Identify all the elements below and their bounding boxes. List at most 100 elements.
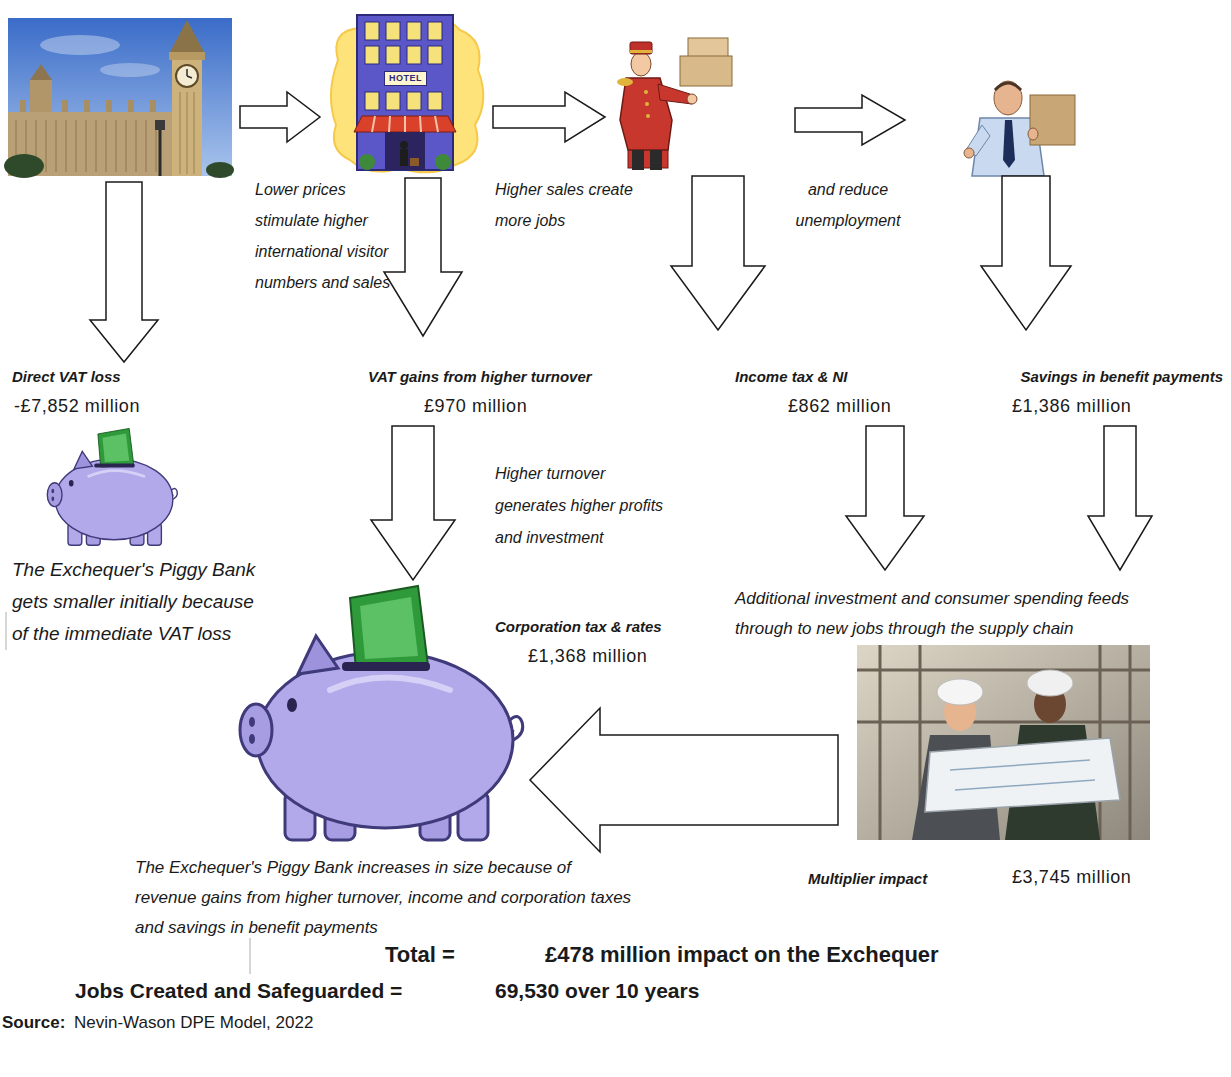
flow-note: Lower prices stimulate higher internatio… xyxy=(255,174,395,298)
flow-note: Higher sales create more jobs xyxy=(495,174,660,236)
amount: £970 million xyxy=(424,396,527,417)
sign-text: HOTEL xyxy=(389,73,422,84)
construction-photo-part xyxy=(857,645,1150,840)
flow-arrow xyxy=(90,92,1152,852)
piggy-note: The Exchequer's Piggy Bank gets smaller … xyxy=(12,554,267,650)
flow-arrow-part xyxy=(530,708,838,852)
margin-mark-part xyxy=(249,938,251,974)
item-heading: VAT gains from higher turnover xyxy=(368,368,592,385)
small-piggy-bank xyxy=(47,428,177,545)
hotel-picture-part xyxy=(365,46,379,64)
jobs-value: 69,530 over 10 years xyxy=(495,979,699,1003)
parliament-photo-part xyxy=(159,128,162,176)
hotel-picture-part xyxy=(386,22,400,40)
bellhop-picture-part xyxy=(650,150,662,170)
total-value: £478 million impact on the Exchequer xyxy=(545,942,939,968)
man-picture-part xyxy=(994,81,1022,115)
bellhop-picture-part xyxy=(646,114,650,118)
bellhop-picture-part xyxy=(631,52,651,76)
total-label: Total = xyxy=(385,942,455,968)
construction-photo-part xyxy=(950,760,1095,790)
hotel-picture-part xyxy=(407,92,421,110)
hotel-picture-part xyxy=(359,154,375,170)
jobs-label: Jobs Created and Safeguarded = xyxy=(75,979,402,1003)
hotel-picture-part xyxy=(407,22,421,40)
amount: -£7,852 million xyxy=(14,396,140,417)
parliament-photo-part xyxy=(30,80,52,114)
amount: £862 million xyxy=(788,396,891,417)
parliament-photo-part xyxy=(100,63,160,77)
parliament-photo-part xyxy=(4,154,44,178)
parliament-photo-part xyxy=(169,52,205,60)
bellhop-picture-part xyxy=(680,56,732,86)
parliament-photo xyxy=(4,18,234,178)
parliament-photo-part xyxy=(150,100,156,112)
construction-photo-part xyxy=(925,738,1120,812)
hotel-picture-part xyxy=(385,132,425,170)
bellhop-picture-part xyxy=(688,38,728,58)
parliament-photo-part xyxy=(172,58,202,176)
hotel-picture-part xyxy=(372,116,438,132)
flow-note: and reduce unemployment xyxy=(778,174,918,236)
parliament-photo-part xyxy=(155,120,165,130)
margin-mark-part xyxy=(5,612,7,650)
item-heading: Direct VAT loss xyxy=(12,368,121,385)
item-heading: Multiplier impact xyxy=(808,870,927,887)
big-piggy-bank xyxy=(240,586,523,840)
bellhop-picture-part xyxy=(645,102,649,106)
flow-note: Additional investment and consumer spend… xyxy=(735,584,1160,644)
flow-arrow-part xyxy=(240,92,320,142)
flow-arrow-part xyxy=(371,426,455,580)
amount: £1,386 million xyxy=(1012,396,1131,417)
item-heading: Savings in benefit payments xyxy=(1020,368,1223,385)
parliament-photo-part xyxy=(176,65,198,87)
amount: £1,368 million xyxy=(528,646,647,667)
amount: £3,745 million xyxy=(1012,867,1131,888)
parliament-photo-part xyxy=(187,69,192,78)
parliament-photo-part xyxy=(206,162,234,178)
item-heading: Corporation tax & rates xyxy=(495,618,662,635)
man-picture-part xyxy=(995,83,1021,90)
bellhop-picture-part xyxy=(687,94,697,104)
construction-photo xyxy=(857,645,1150,840)
hotel-picture-part xyxy=(400,141,408,149)
bellhop-picture-part xyxy=(630,42,652,54)
parliament-photo-part xyxy=(84,100,90,112)
hotel-sign: HOTEL xyxy=(384,71,427,86)
hotel-picture-part xyxy=(435,154,451,170)
flow-arrow-part xyxy=(795,95,905,145)
man-picture xyxy=(964,81,1075,176)
parliament-photo-part xyxy=(62,100,68,112)
bellhop-picture-part xyxy=(644,90,648,94)
source-label: Source: xyxy=(2,1013,65,1033)
parliament-photo-part xyxy=(106,100,112,112)
parliament-photo-part xyxy=(170,20,204,52)
parliament-photo-part xyxy=(20,100,26,112)
hotel-picture-part xyxy=(400,149,408,166)
construction-photo-part xyxy=(857,645,1150,840)
bellhop-picture-part xyxy=(630,50,652,53)
hotel-picture-part xyxy=(386,46,400,64)
hotel-picture-part xyxy=(365,92,379,110)
bellhop-picture xyxy=(617,38,732,170)
hotel-picture-part xyxy=(407,46,421,64)
flow-arrow-part xyxy=(1088,426,1152,570)
item-heading: Income tax & NI xyxy=(735,368,848,385)
source-text: Nevin-Wason DPE Model, 2022 xyxy=(74,1013,313,1033)
flow-note: Higher turnover generates higher profits… xyxy=(495,458,677,554)
bellhop-picture-part xyxy=(632,150,644,170)
flow-arrow-part xyxy=(493,92,605,142)
parliament-photo-part xyxy=(128,100,134,112)
hotel-picture xyxy=(331,15,483,172)
parliament-photo-part xyxy=(30,64,52,80)
hotel-picture-part xyxy=(365,22,379,40)
man-picture-part xyxy=(1028,128,1038,140)
hotel-picture-part xyxy=(331,17,483,173)
hotel-picture-part xyxy=(428,92,442,110)
flow-arrow-part xyxy=(846,426,924,570)
man-picture-part xyxy=(964,148,974,158)
parliament-photo-part xyxy=(40,35,120,55)
